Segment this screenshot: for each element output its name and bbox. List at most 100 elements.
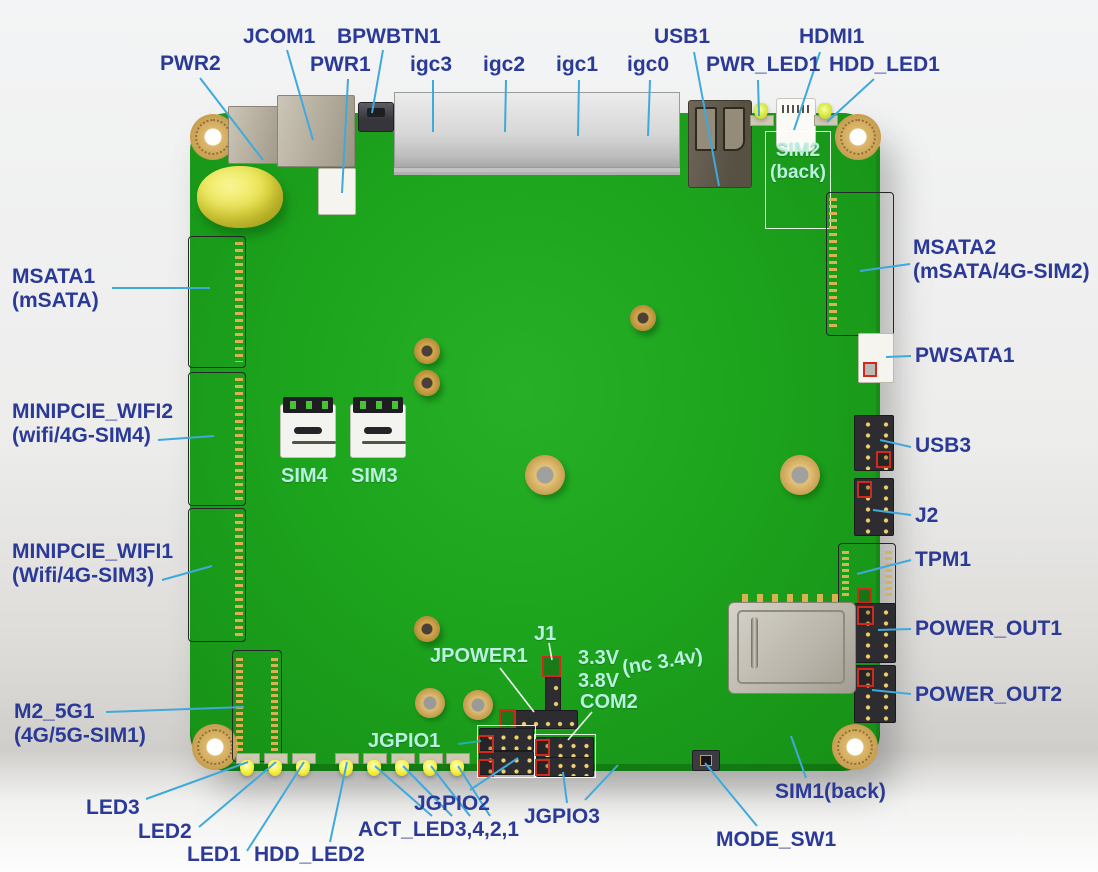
pwsata1-pin1-marker <box>863 362 877 377</box>
label-hdd-led1: HDD_LED1 <box>829 53 940 76</box>
label-power-out1: POWER_OUT1 <box>915 617 1063 640</box>
label-sim1-back: SIM1(back) <box>775 780 886 803</box>
standoff-4 <box>414 616 440 642</box>
led-dome <box>367 760 381 776</box>
label-bpwbtn1: BPWBTN1 <box>337 25 441 48</box>
j2-pin1-marker <box>857 481 872 498</box>
standoff-5 <box>525 455 565 495</box>
jcom1-connector <box>277 95 355 167</box>
label-usb1: USB1 <box>654 25 711 48</box>
standoff-3 <box>630 305 656 331</box>
sd-holder-pins <box>742 594 846 602</box>
standoff-2 <box>414 370 440 396</box>
standoff-1 <box>414 338 440 364</box>
label-pwsata1: PWSATA1 <box>915 344 1015 367</box>
label-minipcie-wifi2: MINIPCIE_WIFI2 (wifi/4G-SIM4) <box>12 400 174 448</box>
label-hdmi1: HDMI1 <box>799 25 865 48</box>
led-dome <box>240 760 254 776</box>
label-usb3: USB3 <box>915 434 972 457</box>
label-led1: LED1 <box>187 843 241 866</box>
pwr-led1 <box>750 103 774 132</box>
minipcie-wifi1-connector <box>188 508 246 642</box>
label-led3: LED3 <box>86 796 140 819</box>
msata1-connector <box>188 236 246 368</box>
label-com2: COM2 <box>580 691 638 713</box>
m2-5g1-connector <box>232 650 282 762</box>
power-out2-header <box>854 665 896 723</box>
j2-header <box>854 478 894 536</box>
usb3-header <box>854 415 894 471</box>
label-jgpio1: JGPIO1 <box>368 730 441 752</box>
led1-led <box>292 753 316 779</box>
label-jgpio2: JGPIO2 <box>414 792 490 815</box>
j1-pin1-marker <box>542 656 561 677</box>
label-igc3: igc3 <box>410 53 453 76</box>
label-igc1: igc1 <box>556 53 599 76</box>
label-jgpio3: JGPIO3 <box>524 805 600 828</box>
label-m2-5g1: M2_5G1 (4G/5G-SIM1) <box>14 700 146 748</box>
label-sim3: SIM3 <box>351 465 398 487</box>
power-out2-pin1-marker <box>857 668 874 687</box>
mounting-hole-top-right <box>835 114 881 160</box>
hdd-led1 <box>814 103 838 132</box>
act-led4-led <box>391 753 415 779</box>
tpm1-header <box>838 543 896 607</box>
leader-mode-sw1 <box>704 762 758 827</box>
igc-lan-port-block <box>394 92 680 168</box>
led-dome <box>450 760 464 776</box>
label-hdd-led2: HDD_LED2 <box>254 843 365 866</box>
act-led3-led <box>363 753 387 779</box>
standoff-8 <box>463 690 493 720</box>
label-pwr2: PWR2 <box>160 52 221 75</box>
mounting-hole-bottom-right <box>832 724 878 770</box>
label-act-leds: ACT_LED3,4,2,1 <box>358 818 520 841</box>
label-pwr1: PWR1 <box>310 53 371 76</box>
label-led2: LED2 <box>138 820 192 843</box>
pwr1-connector <box>318 168 356 215</box>
jpower1-header <box>514 710 578 729</box>
tpm1-pin1-marker <box>857 588 872 604</box>
usb3-pin1-marker <box>876 451 891 468</box>
hdd-led2-led <box>335 753 359 779</box>
sim4-socket <box>280 397 336 458</box>
power-out1-header <box>854 603 896 663</box>
bpwbtn1-button <box>358 102 394 132</box>
label-pwr-led1: PWR_LED1 <box>706 53 821 76</box>
power-out1-pin1-marker <box>857 606 874 625</box>
jgpio1-pin1-marker <box>478 735 494 753</box>
label-jcom1: JCOM1 <box>243 25 316 48</box>
j1-pins <box>545 676 561 718</box>
pwsata1-connector <box>858 333 894 383</box>
sim3-socket <box>350 397 406 458</box>
usb1-connector <box>688 100 752 188</box>
label-j2: J2 <box>915 504 939 527</box>
led-dome <box>339 760 353 776</box>
jgpio3-pin1-marker <box>535 759 550 776</box>
led-dome <box>268 760 282 776</box>
led2-led <box>264 753 288 779</box>
mode-sw1-switch <box>692 750 720 771</box>
led-dome <box>296 760 310 776</box>
led-dome <box>395 760 409 776</box>
label-3v3: 3.3V <box>578 647 620 669</box>
sd-sim1-holder <box>728 602 856 694</box>
led-dome <box>423 760 437 776</box>
label-j1: J1 <box>534 623 557 645</box>
com2-pin1-marker <box>535 739 550 756</box>
label-tpm1: TPM1 <box>915 548 972 571</box>
com2-header <box>536 737 594 758</box>
jgpio2-pin1-marker <box>478 759 494 777</box>
label-minipcie-wifi1: MINIPCIE_WIFI1 (Wifi/4G-SIM3) <box>12 540 174 588</box>
label-igc2: igc2 <box>483 53 526 76</box>
standoff-7 <box>415 688 445 718</box>
label-mode-sw1: MODE_SW1 <box>716 828 837 851</box>
label-3v8: 3.8V <box>578 670 620 692</box>
act-led2-led <box>419 753 443 779</box>
label-msata2: MSATA2 (mSATA/4G-SIM2) <box>913 236 1090 284</box>
standoff-6 <box>780 455 820 495</box>
msata2-connector <box>826 192 894 336</box>
led3-led <box>236 753 260 779</box>
act-led1-led <box>446 753 470 779</box>
label-sim4: SIM4 <box>281 465 328 487</box>
